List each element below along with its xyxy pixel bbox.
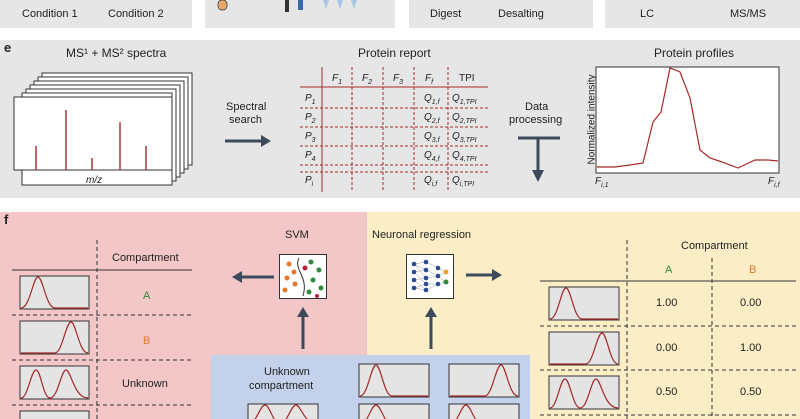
top-panel-lc — [409, 0, 593, 28]
col-header-f2: F2 — [362, 73, 373, 86]
digest-label: Digest — [430, 8, 462, 20]
col-header-f1: F1 — [332, 73, 343, 86]
spectral-search-arrow — [225, 135, 271, 147]
svm-left-arrow — [232, 271, 274, 283]
sample-tubes-icon — [217, 0, 357, 12]
q-cell-3: Q3,f — [424, 131, 440, 144]
neuronal-right-arrow — [466, 269, 502, 281]
protein-profile-chart — [595, 66, 780, 174]
left-row-a: A — [143, 290, 151, 302]
tpi-cell-4: Q4,TPI — [452, 150, 477, 163]
panel-e-letter: e — [4, 40, 12, 55]
tpi-cell-i: Qi,TPI — [452, 175, 475, 188]
row-label-pi: Pi — [305, 175, 314, 188]
data-processing-arrow — [518, 136, 560, 182]
top-panel-ms — [605, 0, 800, 28]
q-cell-4: Q4,f — [424, 150, 440, 163]
protein-report-title: Protein report — [358, 46, 431, 60]
protein-report-grid — [300, 67, 488, 192]
data-processing-line2: processing — [509, 114, 563, 126]
svm-icon — [279, 254, 327, 299]
svm-label: SVM — [285, 229, 309, 241]
lc-label: LC — [640, 8, 655, 20]
col-header-ff: Ff — [425, 73, 434, 86]
right-row3-b: 0.50 — [740, 386, 762, 398]
neuronal-up-arrow — [425, 307, 437, 349]
msms-label: MS/MS — [730, 8, 767, 20]
right-row2-b: 1.00 — [740, 342, 762, 354]
spectra-title: MS¹ + MS² spectra — [66, 46, 167, 60]
x-start-label: Fi,1 — [595, 176, 609, 189]
mz-axis-label: m/z — [86, 175, 103, 186]
tpi-cell-2: Q2,TPI — [452, 112, 477, 125]
row-label-p3: P3 — [305, 131, 316, 144]
desalting-label: Desalting — [498, 8, 544, 20]
right-col-a: A — [665, 264, 673, 276]
left-row-b: B — [143, 335, 151, 347]
right-row1-a: 1.00 — [656, 297, 678, 309]
tpi-cell-1: Q1,TPI — [452, 93, 477, 106]
unknown-compartment-line1: Unknown — [264, 366, 310, 378]
panel-f-letter: f — [4, 212, 9, 227]
right-row3-a: 0.50 — [656, 386, 678, 398]
right-row2-a: 0.00 — [656, 342, 678, 354]
col-header-tpi: TPI — [459, 73, 475, 84]
condition-1-label: Condition 1 — [22, 8, 78, 20]
right-compartment-header: Compartment — [681, 240, 748, 252]
top-panel-left — [0, 0, 192, 28]
left-compartment-table — [12, 240, 192, 419]
col-header-f3: F3 — [393, 73, 404, 86]
q-cell-2: Q2,f — [424, 112, 440, 125]
right-col-b: B — [749, 264, 757, 276]
unknown-compartment-line2: compartment — [249, 380, 314, 392]
row-label-p1: P1 — [305, 93, 316, 106]
condition-2-label: Condition 2 — [108, 8, 164, 20]
q-cell-i: Qi,f — [424, 175, 438, 188]
row-label-p2: P2 — [305, 112, 316, 125]
x-end-label: Fi,f — [768, 176, 780, 189]
left-compartment-header: Compartment — [112, 252, 179, 264]
svm-up-arrow — [297, 307, 309, 349]
neural-network-icon — [406, 254, 454, 299]
spectra-stack-icon — [13, 72, 193, 186]
protein-profiles-title: Protein profiles — [654, 46, 735, 60]
q-cell-1: Q1,f — [424, 93, 440, 106]
left-row-unknown: Unknown — [122, 378, 168, 390]
right-row1-b: 0.00 — [740, 297, 762, 309]
spectral-search-line1: Spectral — [226, 101, 267, 113]
neuronal-regression-label: Neuronal regression — [372, 229, 472, 241]
tpi-cell-3: Q3,TPI — [452, 131, 477, 144]
spectral-search-line2: search — [229, 114, 263, 126]
row-label-p4: P4 — [305, 150, 316, 163]
data-processing-line1: Data — [525, 101, 549, 113]
